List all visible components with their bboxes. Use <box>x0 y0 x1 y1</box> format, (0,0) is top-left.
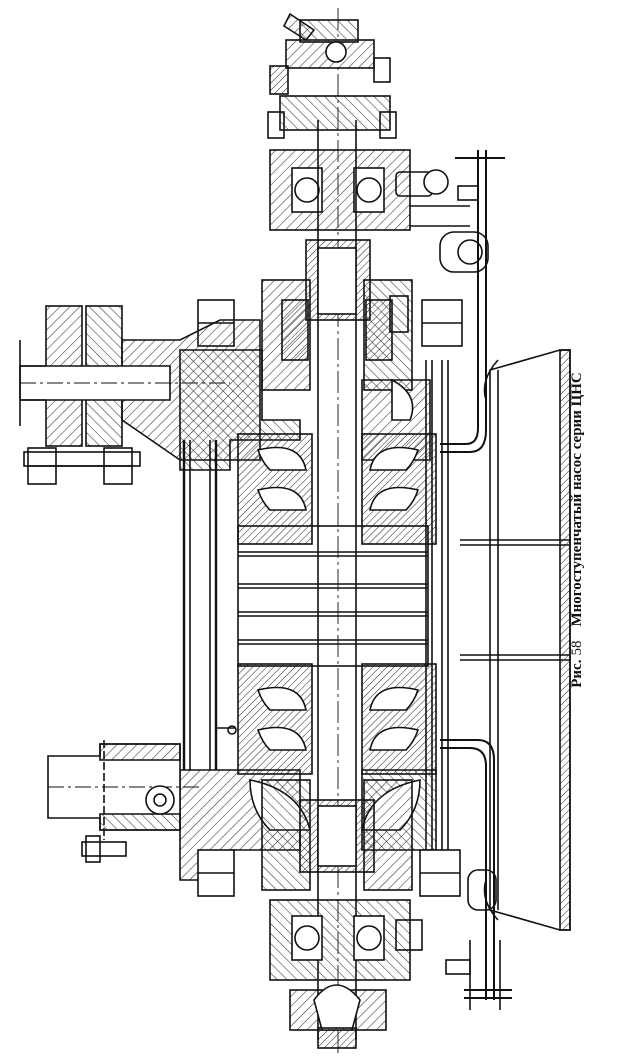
top-oil-piping <box>410 150 505 453</box>
upper-impellers <box>237 433 437 545</box>
bottom-stuffing-box <box>197 779 461 897</box>
top-stuffing-box <box>197 279 463 391</box>
pump-base-foot <box>460 349 571 931</box>
tie-rods <box>182 360 449 860</box>
lower-impellers <box>237 663 437 775</box>
bottom-oil-piping <box>440 739 512 1010</box>
figure-caption: Рис. 58 Многоступенчатый насос серии ЦНС <box>563 340 591 720</box>
caption-title: Многоступенчатый насос серии ЦНС <box>569 372 585 627</box>
caption-number: 58 <box>569 640 585 656</box>
top-bearing-housing <box>267 95 449 231</box>
bottom-bearing-housing <box>269 899 471 981</box>
suction-flange <box>47 725 237 863</box>
top-coupling <box>269 12 391 95</box>
bottom-shaft-end <box>289 984 387 1049</box>
stage-sections <box>237 525 429 667</box>
caption-label: Рис. <box>569 659 585 688</box>
pump-shaft <box>305 120 371 1040</box>
